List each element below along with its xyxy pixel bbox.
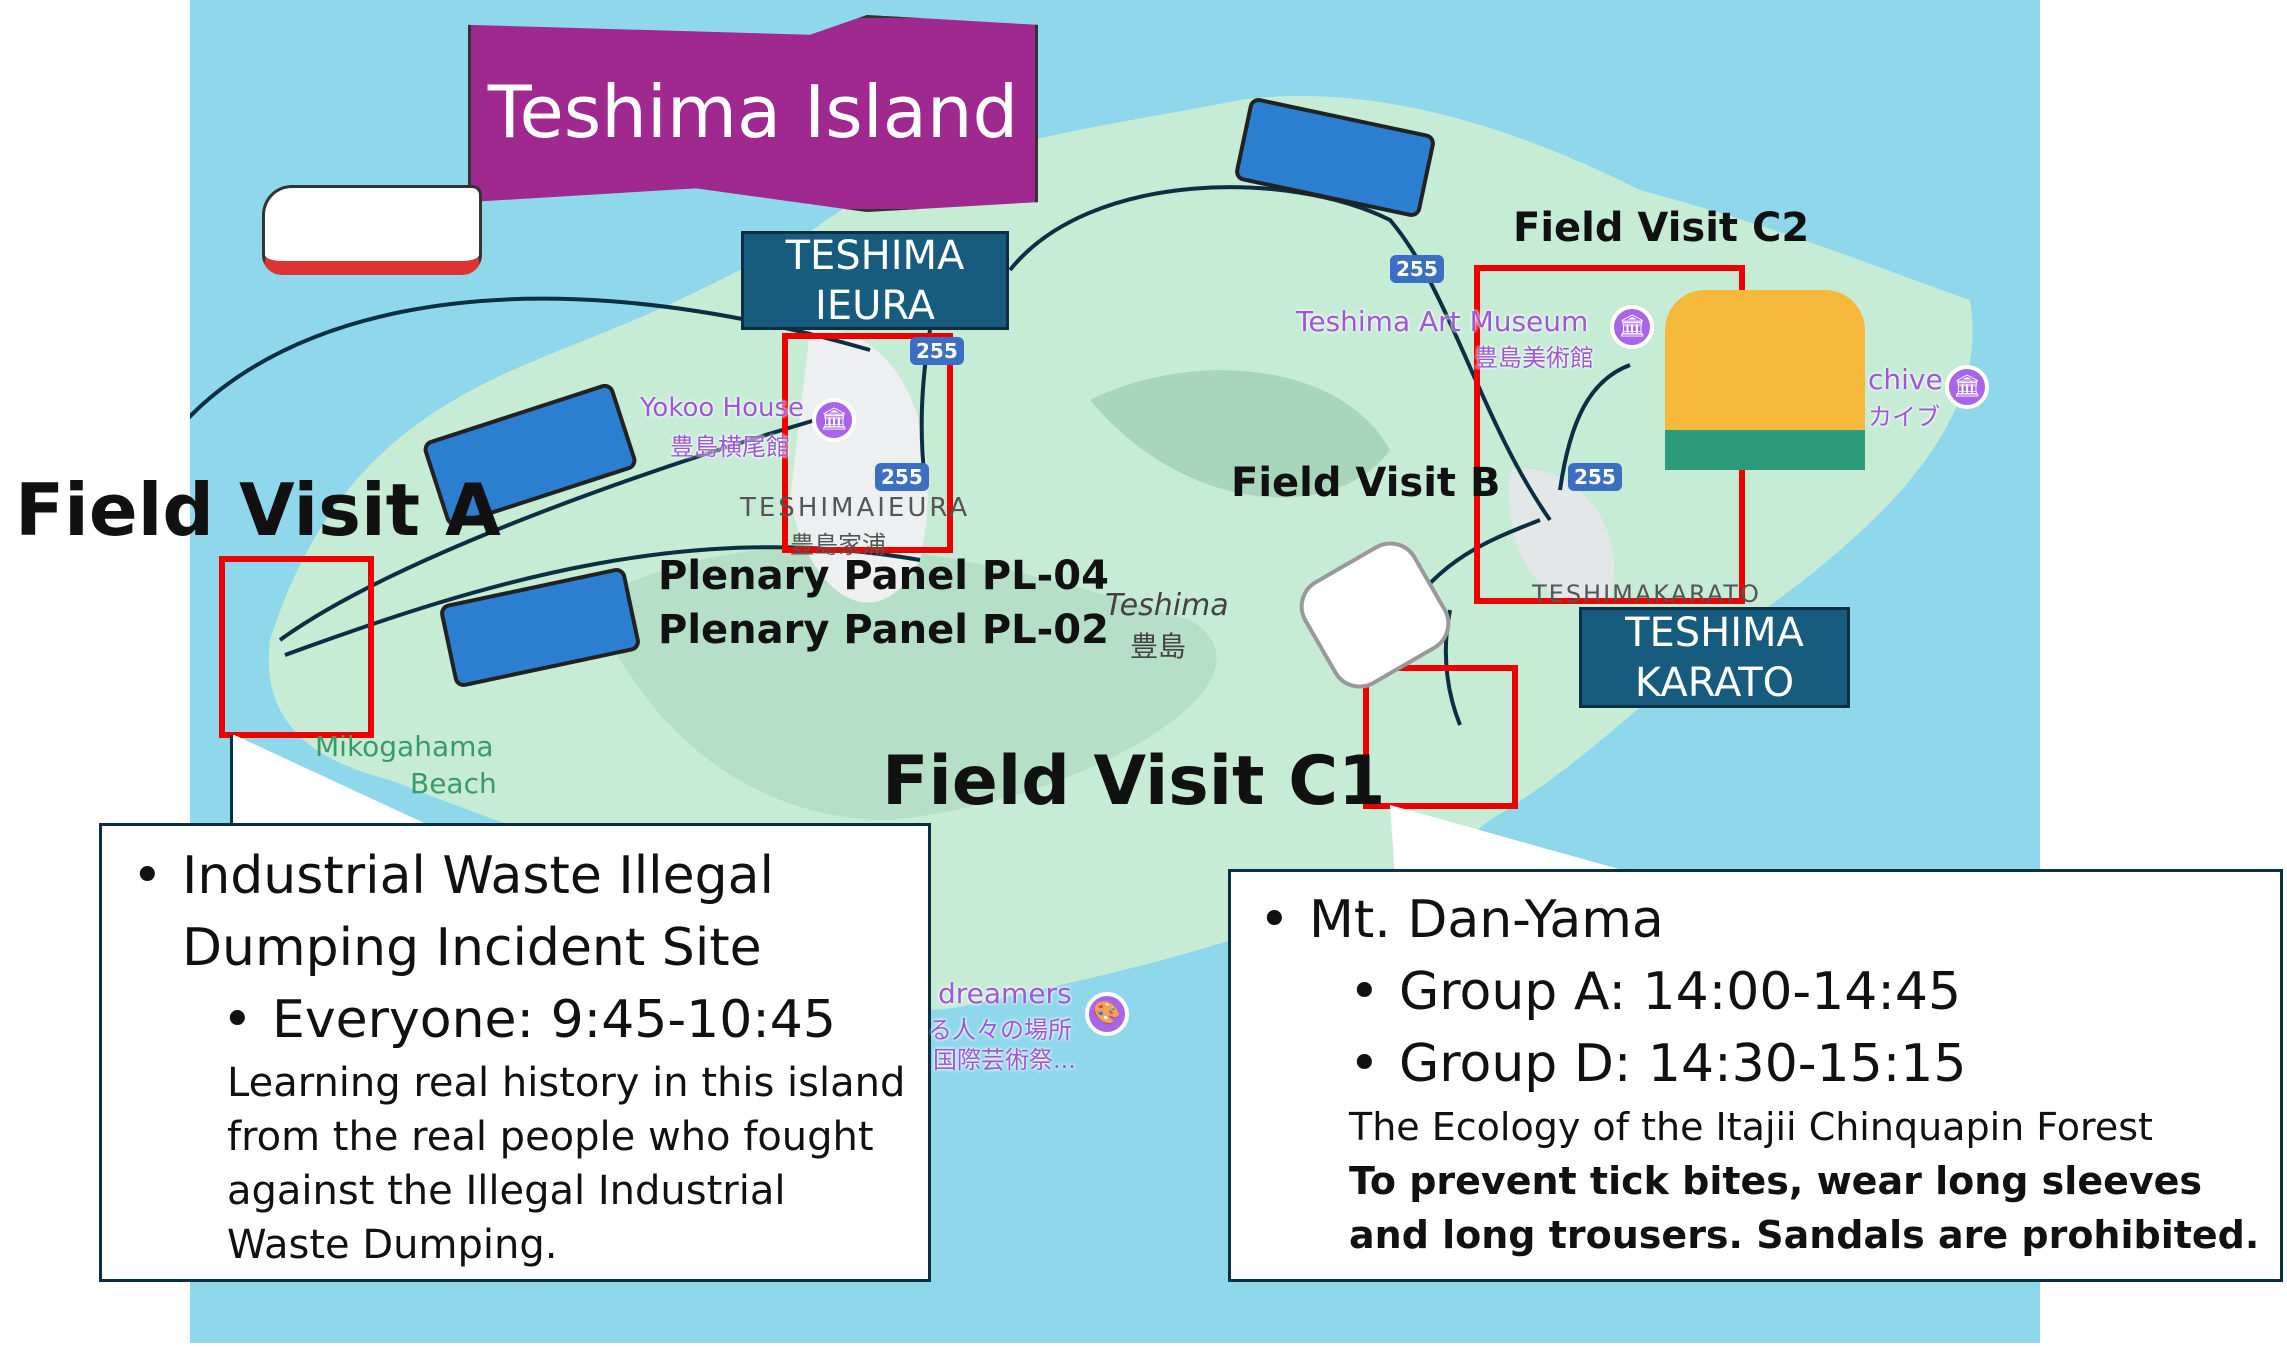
- label-field-visit-a: Field Visit A: [15, 468, 501, 552]
- place-teshima: Teshima: [1105, 588, 1229, 623]
- label-field-visit-c1: Field Visit C1: [882, 742, 1386, 821]
- place-teshimakarato: TESHIMAKARATO: [1532, 580, 1761, 608]
- callout-c1-sub2: Group D: 14:30-15:15: [1339, 1028, 2262, 1100]
- route-255-marker: 255: [1568, 463, 1622, 491]
- callout-c1-warning: To prevent tick bites, wear long sleeves…: [1349, 1159, 2260, 1257]
- port-ieura-line2: IEURA: [815, 282, 935, 329]
- callout-a-desc: Learning real history in this island fro…: [227, 1060, 906, 1268]
- callout-a-sub: Everyone: 9:45-10:45: [212, 984, 908, 1056]
- callout-field-visit-a: Industrial Waste Illegal Dumping Inciden…: [99, 823, 931, 1282]
- callout-c1-desc: The Ecology of the Itajii Chinquapin For…: [1349, 1105, 2153, 1149]
- port-karato-line1: TESHIMA: [1625, 609, 1804, 656]
- poi-art-museum-jp: 豊島美術館: [1474, 344, 1594, 372]
- island-map: [150, 96, 1973, 1010]
- poi-archive[interactable]: chive: [1868, 363, 1943, 396]
- poi-yokoo-house[interactable]: Yokoo House: [640, 393, 805, 423]
- callout-field-visit-c1: Mt. Dan-Yama Group A: 14:00-14:45 Group …: [1228, 869, 2283, 1282]
- route-255-marker: 255: [875, 463, 929, 491]
- callout-c1-sub1: Group A: 14:00-14:45: [1339, 956, 2262, 1028]
- label-field-visit-b: Field Visit B: [1231, 460, 1501, 506]
- route-255-marker: 255: [1390, 255, 1444, 283]
- place-teshimaieura: TESHIMAIEURA: [740, 493, 971, 523]
- poi-archive-jp: カイブ: [1868, 403, 1940, 431]
- route-255-marker: 255: [910, 337, 964, 365]
- poi-art-museum[interactable]: Teshima Art Museum: [1296, 305, 1589, 338]
- label-plenary-pl04: Plenary Panel PL-04: [658, 553, 1109, 599]
- place-mikogahama: Mikogahama: [315, 730, 494, 763]
- page-title: Teshima Island: [487, 70, 1019, 154]
- port-karato-line2: KARATO: [1634, 659, 1795, 706]
- highlight-field-visit-c1: [1363, 665, 1518, 809]
- callout-a-bullet: Industrial Waste Illegal Dumping Inciden…: [122, 840, 908, 984]
- museum-icon[interactable]: 🏛: [812, 398, 856, 442]
- museum-icon[interactable]: 🏛: [1610, 305, 1654, 349]
- palette-icon[interactable]: 🎨: [1085, 992, 1129, 1036]
- place-beach: Beach: [410, 767, 497, 800]
- tourists-icon: [1665, 290, 1865, 470]
- label-field-visit-c2: Field Visit C2: [1513, 205, 1810, 251]
- poi-yokoo-house-jp: 豊島横尾館: [670, 433, 790, 461]
- port-ieura-line1: TESHIMA: [785, 232, 965, 279]
- ferry-icon: [262, 185, 482, 275]
- highlight-field-visit-a: [219, 556, 374, 738]
- poi-dreamers-jp1: る人々の場所: [928, 1016, 1072, 1044]
- callout-c1-bullet: Mt. Dan-Yama: [1249, 884, 2262, 956]
- label-plenary-pl02: Plenary Panel PL-02: [658, 607, 1109, 653]
- museum-icon[interactable]: 🏛: [1945, 365, 1989, 409]
- place-teshima-jp: 豊島: [1130, 630, 1187, 663]
- place-teshimaieura-jp: 豊島家浦: [790, 531, 886, 559]
- highlight-ieura: [782, 333, 953, 553]
- poi-dreamers-jp2: 国際芸術祭...: [933, 1046, 1076, 1074]
- poi-dreamers[interactable]: dreamers: [938, 977, 1072, 1010]
